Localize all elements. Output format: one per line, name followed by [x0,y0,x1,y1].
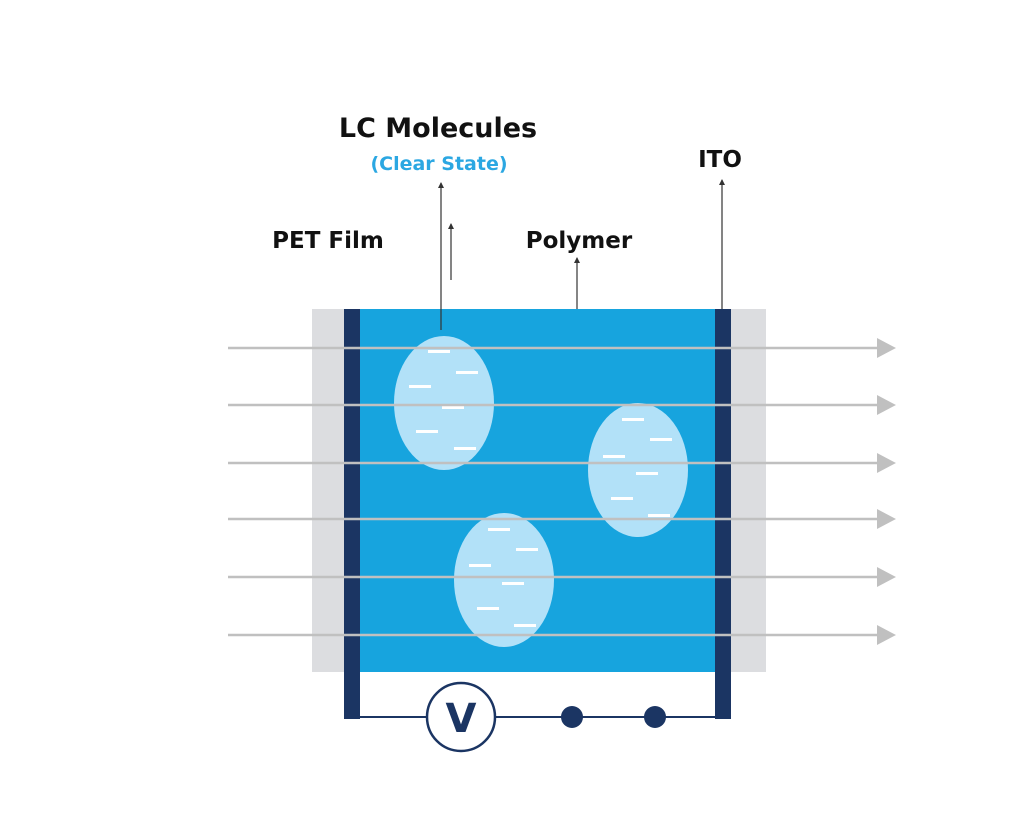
arrow-right-icon [877,338,896,358]
light-ray [228,625,896,645]
light-ray [228,567,896,587]
voltmeter-icon: V [425,681,497,753]
circuit-node-icon [561,706,583,728]
pet-film-label: PET Film [272,228,384,254]
arrow-right-icon [877,625,896,645]
pet-film-right [726,309,766,672]
circuit-node-icon [644,706,666,728]
arrow-right-icon [877,395,896,415]
lc-droplet [394,336,494,470]
polymer-label: Polymer [526,228,633,254]
clear-state-label: (Clear State) [370,153,507,175]
arrow-right-icon [877,453,896,473]
voltmeter-label: V [446,696,477,742]
light-ray [228,338,896,358]
lc-droplet [588,403,688,537]
light-ray [228,453,896,473]
lc-droplet [454,513,554,647]
light-ray [228,509,896,529]
ito-electrode-right [715,309,731,719]
light-ray [228,395,896,415]
arrow-right-icon [877,567,896,587]
ito-label: ITO [698,147,742,173]
ito-electrode-left [344,309,360,719]
lc-molecules-label: LC Molecules [339,113,537,144]
arrow-right-icon [877,509,896,529]
